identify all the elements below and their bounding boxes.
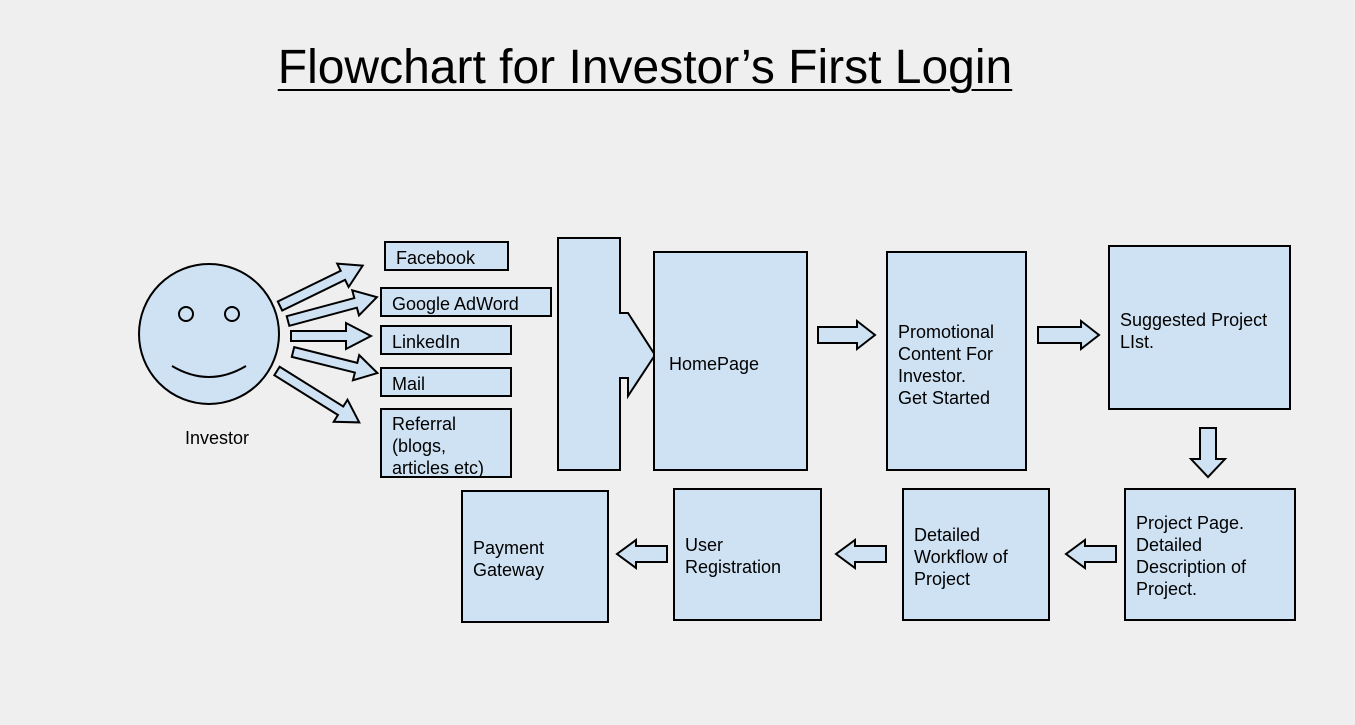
channel-linkedin: LinkedIn bbox=[380, 325, 512, 355]
page-title: Flowchart for Investor’s First Login bbox=[277, 41, 1013, 94]
arrow-registration-to-payment bbox=[615, 538, 668, 570]
arrow-promotional-to-suggested bbox=[1037, 318, 1101, 352]
arrow-to-mail bbox=[290, 345, 380, 382]
channel-facebook: Facebook bbox=[384, 241, 509, 271]
step-user-registration: User Registration bbox=[673, 488, 822, 621]
smiley-face-icon bbox=[138, 263, 280, 405]
arrow-suggested-to-project-page bbox=[1188, 427, 1228, 479]
arrow-homepage-to-promotional bbox=[817, 318, 877, 352]
step-homepage: HomePage bbox=[653, 251, 808, 471]
channel-google-adword: Google AdWord bbox=[380, 287, 552, 317]
channel-merge-arrow bbox=[557, 237, 657, 471]
investor-label: Investor bbox=[185, 428, 250, 448]
step-detailed-workflow: Detailed Workflow of Project bbox=[902, 488, 1050, 621]
channel-mail: Mail bbox=[380, 367, 512, 397]
arrow-to-referral bbox=[272, 365, 361, 424]
arrow-to-linkedin bbox=[290, 321, 374, 351]
channel-referral: Referral (blogs, articles etc) bbox=[380, 408, 512, 478]
step-suggested-project-list: Suggested Project LIst. bbox=[1108, 245, 1291, 410]
arrow-to-google-adword bbox=[285, 288, 379, 328]
arrow-to-facebook bbox=[276, 262, 365, 312]
arrow-workflow-to-registration bbox=[834, 538, 887, 570]
step-project-page: Project Page. Detailed Description of Pr… bbox=[1124, 488, 1296, 621]
step-promotional-content: Promotional Content For Investor. Get St… bbox=[886, 251, 1027, 471]
step-payment-gateway: Payment Gateway bbox=[461, 490, 609, 623]
arrow-project-page-to-workflow bbox=[1064, 538, 1117, 570]
